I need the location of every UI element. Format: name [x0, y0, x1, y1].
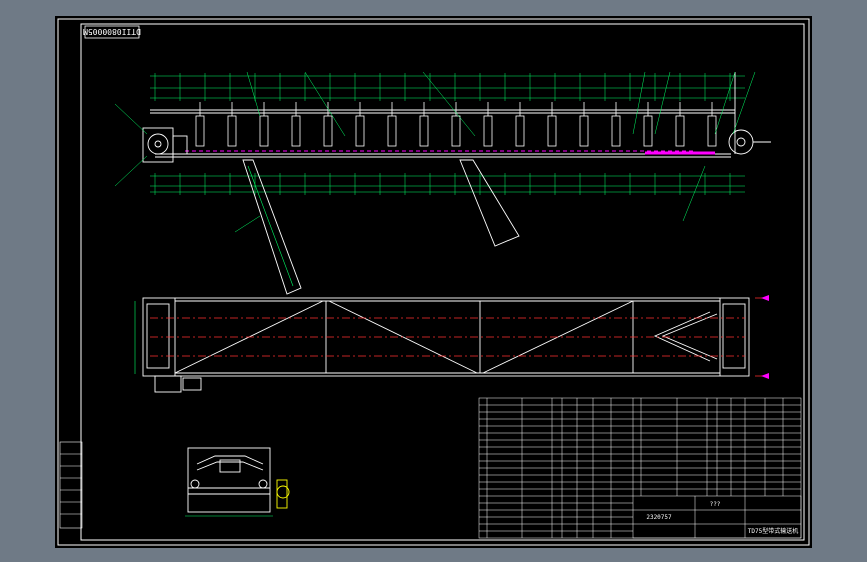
tail-pulley — [142, 127, 188, 163]
drawing-number-box: DTII0800005M — [83, 25, 141, 39]
idler-station — [227, 115, 237, 147]
idler-station — [259, 115, 269, 147]
drawing-viewport[interactable]: DTII0800005M — [55, 16, 812, 548]
idler-station — [515, 115, 525, 147]
plan-view — [134, 295, 771, 393]
idler-station — [579, 115, 589, 147]
project-code-text: 2320757 — [646, 514, 672, 521]
carrying-idlers — [195, 102, 717, 147]
idler-station — [483, 115, 493, 147]
parts-list — [478, 397, 802, 539]
drawing-title-text: TD75型带式输送机 — [748, 527, 798, 535]
revision-table — [59, 441, 83, 529]
support-legs — [242, 159, 520, 295]
idler-station — [451, 115, 461, 147]
idler-station — [195, 115, 205, 147]
idler-station — [643, 115, 653, 147]
idler-station — [547, 115, 557, 147]
idler-station — [707, 115, 717, 147]
idler-station — [291, 115, 301, 147]
dimension-lines — [150, 75, 745, 193]
idler-station — [611, 115, 621, 147]
drawing-frame — [57, 18, 810, 546]
idler-station — [675, 115, 685, 147]
cross-section-view — [185, 447, 290, 517]
idler-station — [323, 115, 333, 147]
drawing-number-text: DTII0800005M — [83, 27, 141, 36]
head-pulley — [728, 129, 771, 155]
idler-station — [355, 115, 365, 147]
drawing-canvas: DTII0800005M — [57, 18, 810, 546]
idler-station — [387, 115, 397, 147]
elevation-view — [114, 71, 771, 295]
title-mark-text: ??? — [710, 501, 721, 508]
idler-station — [419, 115, 429, 147]
part-leaders — [114, 71, 756, 233]
